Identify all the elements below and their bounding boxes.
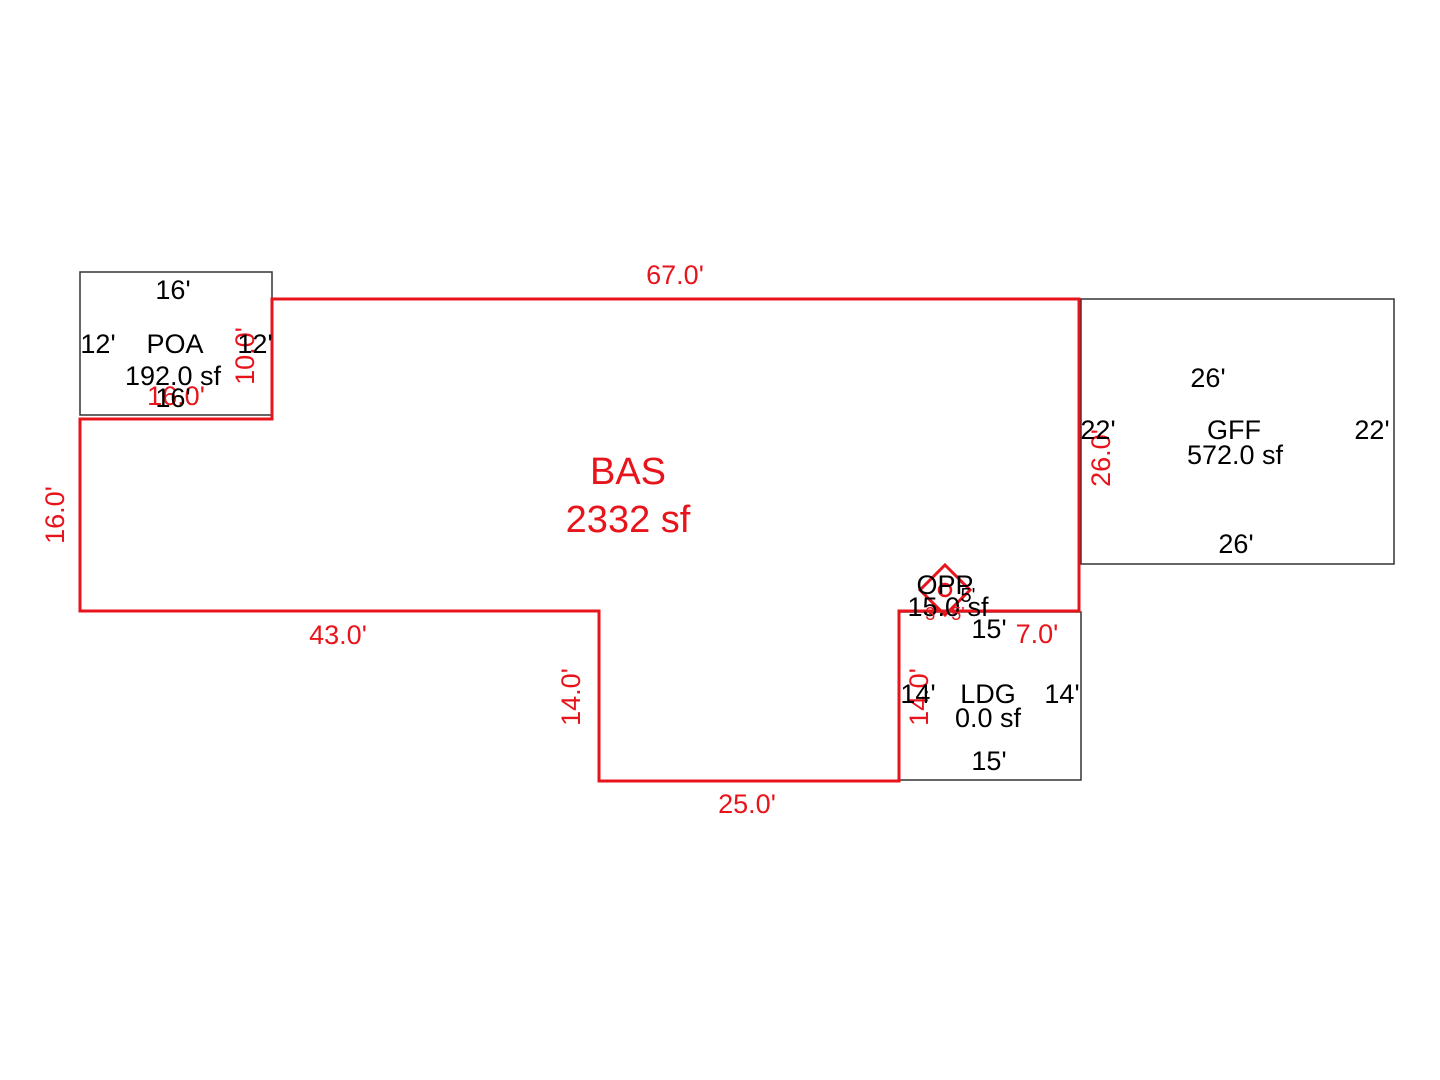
opp-dim-a: 5' <box>961 585 976 607</box>
gff-outline <box>1080 298 1395 565</box>
poa-code: POA <box>146 329 203 359</box>
bas-dim-step-down: 14.0' <box>556 668 586 726</box>
bas-dim-right: 26.0' <box>1086 429 1116 487</box>
bas-dim-bottom: 25.0' <box>718 789 776 819</box>
bas-area: 2332 sf <box>566 499 691 541</box>
gff-dim-top: 26' <box>1190 363 1225 393</box>
opp-code: OPP <box>916 570 973 600</box>
bas-dim-left: 16.0' <box>40 486 70 544</box>
bas-dim-top: 67.0' <box>646 260 704 290</box>
poa-area: 192.0 sf <box>125 361 222 391</box>
gff-code: GFF <box>1207 415 1261 445</box>
poa-dim-right: 12' <box>237 329 272 359</box>
ldg-area: 0.0 sf <box>955 703 1022 733</box>
poa-dim-top: 16' <box>155 275 190 305</box>
ldg-dim-bottom: 15' <box>971 746 1006 776</box>
ldg-code: LDG <box>960 679 1016 709</box>
bas-code: BAS <box>590 451 666 493</box>
bas-dim-bottom-left: 43.0' <box>309 620 367 650</box>
poa-dim-left: 12' <box>80 329 115 359</box>
bas-dim-poa-notch-width: 16.0' <box>147 381 205 411</box>
poa-dim-bottom: 16' <box>155 383 190 413</box>
ldg-dim-top: 15' <box>971 614 1006 644</box>
gff-area: 572.0 sf <box>1187 440 1284 470</box>
bas-dim-inner-right: 14.0' <box>904 668 934 726</box>
bas-dim-short-top-right: 7.0' <box>1016 619 1059 649</box>
bas-dim-poa-notch-height: 10.0' <box>230 327 260 385</box>
gff-dim-bottom: 26' <box>1218 529 1253 559</box>
bas-outline <box>78 297 1081 783</box>
opp-marker <box>937 582 953 598</box>
ldg-dim-right: 14' <box>1044 679 1079 709</box>
gff-dim-right: 22' <box>1354 415 1389 445</box>
opp-area: 15.0 sf <box>907 592 989 622</box>
opp-dim-c: 5' <box>951 604 964 624</box>
ldg-dim-left: 14' <box>900 679 935 709</box>
opp-dim-b: 3' <box>925 604 938 624</box>
opp-outline <box>917 562 973 618</box>
gff-dim-left: 22' <box>1080 415 1115 445</box>
